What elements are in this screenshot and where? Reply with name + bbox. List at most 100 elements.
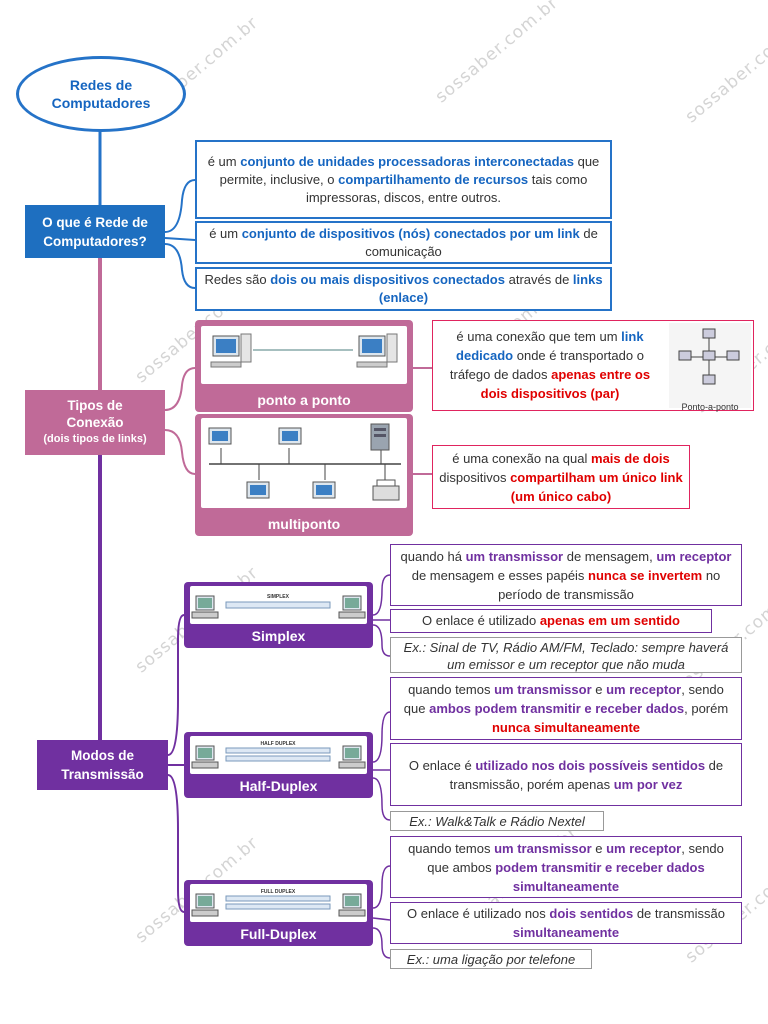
half-duplex-image: HALF DUPLEX bbox=[190, 736, 367, 774]
topic-title-line2: Computadores? bbox=[43, 233, 147, 249]
multiponto-image bbox=[201, 418, 407, 508]
def1-text: é um bbox=[207, 153, 241, 169]
half-text: , porém bbox=[684, 701, 729, 716]
ponto-a-ponto-label: ponto a ponto bbox=[257, 392, 351, 408]
half-text: e bbox=[591, 682, 607, 697]
full-duplex-node: FULL DUPLEX Full-Duplex bbox=[184, 880, 373, 946]
ponto-a-ponto-image-box: Ponto-a-ponto bbox=[669, 323, 751, 412]
multiponto-description: é uma conexão na qual mais de dois dispo… bbox=[432, 445, 690, 509]
def2-highlight: conjunto de dispositivos (nós) conectado… bbox=[241, 225, 580, 241]
full-highlight: um transmissor bbox=[494, 840, 592, 856]
half-duplex-node: HALF DUPLEX Half-Duplex bbox=[184, 732, 373, 798]
half-duplex-example: Ex.: Walk&Talk e Rádio Nextel bbox=[390, 811, 604, 831]
full-tag: FULL DUPLEX bbox=[261, 889, 296, 895]
definition-box-2: é um conjunto de dispositivos (nós) cone… bbox=[195, 221, 612, 264]
root-node: Redes de Computadores bbox=[16, 56, 186, 132]
simplex-image: SIMPLEX bbox=[190, 586, 367, 624]
full-duplex-link-icon: FULL DUPLEX bbox=[191, 889, 366, 917]
ponto-image-caption: Ponto-a-ponto bbox=[681, 402, 739, 412]
half-text: , sendo que bbox=[403, 682, 724, 716]
simplex-highlight-red: nunca se invertem bbox=[588, 567, 703, 583]
full-highlight: simultaneamente bbox=[512, 925, 620, 940]
multipoint-network-icon bbox=[208, 423, 401, 501]
simplex-text: de mensagem e esses papéis bbox=[411, 567, 589, 583]
simplex-tag: SIMPLEX bbox=[267, 594, 290, 600]
simplex-text: no período de transmissão bbox=[498, 567, 721, 602]
full-highlight: dois sentidos bbox=[549, 906, 634, 921]
simplex-highlight-red: apenas em um sentido bbox=[539, 613, 680, 628]
multi-desc-text: dispositivos bbox=[439, 469, 511, 485]
simplex-text: O enlace é utilizado bbox=[422, 613, 540, 628]
ponto-desc-highlight-red: apenas entre os dois dispositivos (par) bbox=[480, 367, 651, 401]
half-text: quando temos bbox=[408, 682, 495, 697]
full-duplex-label: Full-Duplex bbox=[240, 926, 317, 942]
topic-o-que-e-rede: O que é Rede de Computadores? bbox=[25, 205, 165, 258]
root-title-line2: Computadores bbox=[51, 95, 151, 111]
topic-title-line2: Conexão bbox=[66, 415, 124, 430]
definition-box-1: é um conjunto de unidades processadoras … bbox=[195, 140, 612, 219]
half-highlight: um por vez bbox=[613, 776, 683, 792]
ponto-desc-text: onde é transportado o tráfego de dados bbox=[449, 348, 644, 382]
ponto-desc-highlight: link dedicado bbox=[456, 329, 644, 363]
multiponto-label: multiponto bbox=[267, 516, 341, 532]
topic-modos-de-transmissao: Modos de Transmissão bbox=[37, 740, 168, 790]
simplex-text: de mensagem, bbox=[563, 548, 657, 564]
full-text: O enlace é utilizado nos bbox=[407, 906, 550, 921]
multi-desc-highlight-red: compartilham um único link (um único cab… bbox=[510, 469, 683, 504]
multiponto-node: multiponto bbox=[195, 414, 413, 536]
simplex-description-2: O enlace é utilizado apenas em um sentid… bbox=[390, 609, 712, 633]
ponto-a-ponto-image bbox=[201, 326, 407, 384]
def3-highlight: links (enlace) bbox=[378, 272, 603, 305]
ponto-a-ponto-node: ponto a ponto bbox=[195, 320, 413, 412]
def3-text: através de bbox=[504, 272, 573, 287]
half-highlight: ambos podem transmitir e receber dados bbox=[429, 701, 685, 716]
full-highlight: podem transmitir e receber dados simulta… bbox=[495, 859, 705, 894]
half-duplex-description-2: O enlace é utilizado nos dois possíveis … bbox=[390, 743, 742, 806]
network-nodes-icon bbox=[678, 328, 740, 385]
def3-highlight: dois ou mais dispositivos conectados bbox=[270, 272, 505, 287]
ponto-a-ponto-description: é uma conexão que tem um link dedicado o… bbox=[432, 320, 754, 412]
full-text: quando temos bbox=[408, 840, 495, 856]
topic-tipos-de-conexao: Tipos de Conexão (dois tipos de links) bbox=[25, 390, 165, 455]
full-duplex-example: Ex.: uma ligação por telefone bbox=[390, 949, 592, 969]
topic-title-line2: Transmissão bbox=[61, 767, 144, 782]
def2-text: de comunicação bbox=[365, 225, 598, 259]
def1-text: que permite, inclusive, o bbox=[219, 153, 600, 187]
half-duplex-link-icon: HALF DUPLEX bbox=[191, 741, 366, 769]
full-duplex-image: FULL DUPLEX bbox=[190, 884, 367, 922]
multi-desc-text: é uma conexão na qual bbox=[452, 450, 592, 466]
simplex-highlight: um transmissor bbox=[465, 548, 564, 564]
half-duplex-label: Half-Duplex bbox=[239, 778, 318, 794]
topic-title-line1: Modos de bbox=[71, 748, 134, 763]
half-highlight: um transmissor bbox=[494, 682, 592, 697]
topic-subtitle: (dois tipos de links) bbox=[43, 433, 147, 445]
def2-text: é um bbox=[209, 225, 242, 241]
root-title-line1: Redes de bbox=[69, 77, 133, 93]
simplex-node: SIMPLEX Simplex bbox=[184, 582, 373, 648]
ponto-desc-text: é uma conexão que tem um bbox=[456, 329, 622, 344]
multi-desc-highlight-red: mais de dois bbox=[591, 450, 670, 466]
topic-title-line1: O que é Rede de bbox=[42, 214, 148, 230]
full-text: e bbox=[591, 840, 607, 856]
half-highlight: utilizado nos dois possíveis sentidos bbox=[475, 757, 706, 773]
simplex-text: quando há bbox=[400, 548, 466, 564]
full-highlight: um receptor bbox=[606, 840, 682, 856]
def3-text: Redes são bbox=[204, 272, 271, 287]
half-tag: HALF DUPLEX bbox=[261, 741, 297, 747]
simplex-description-1: quando há um transmissor de mensagem, um… bbox=[390, 544, 742, 606]
half-text: de transmissão, porém apenas bbox=[449, 757, 724, 792]
simplex-label: Simplex bbox=[251, 628, 306, 644]
simplex-example: Ex.: Sinal de TV, Rádio AM/FM, Teclado: … bbox=[390, 637, 742, 673]
def1-highlight: compartilhamento de recursos bbox=[338, 171, 529, 187]
definition-box-3: Redes são dois ou mais dispositivos cone… bbox=[195, 267, 612, 311]
two-computers-icon bbox=[210, 333, 398, 368]
full-duplex-description-1: quando temos um transmissor e um recepto… bbox=[390, 836, 742, 898]
full-text: , sendo que ambos bbox=[427, 840, 724, 875]
full-duplex-description-2: O enlace é utilizado nos dois sentidos d… bbox=[390, 902, 742, 944]
simplex-highlight: um receptor bbox=[656, 548, 732, 564]
full-text: de transmissão bbox=[633, 906, 725, 921]
def1-text: tais como impressoras, discos, entre out… bbox=[305, 171, 588, 205]
half-duplex-description-1: quando temos um transmissor e um recepto… bbox=[390, 677, 742, 740]
half-text: O enlace é bbox=[408, 757, 476, 773]
